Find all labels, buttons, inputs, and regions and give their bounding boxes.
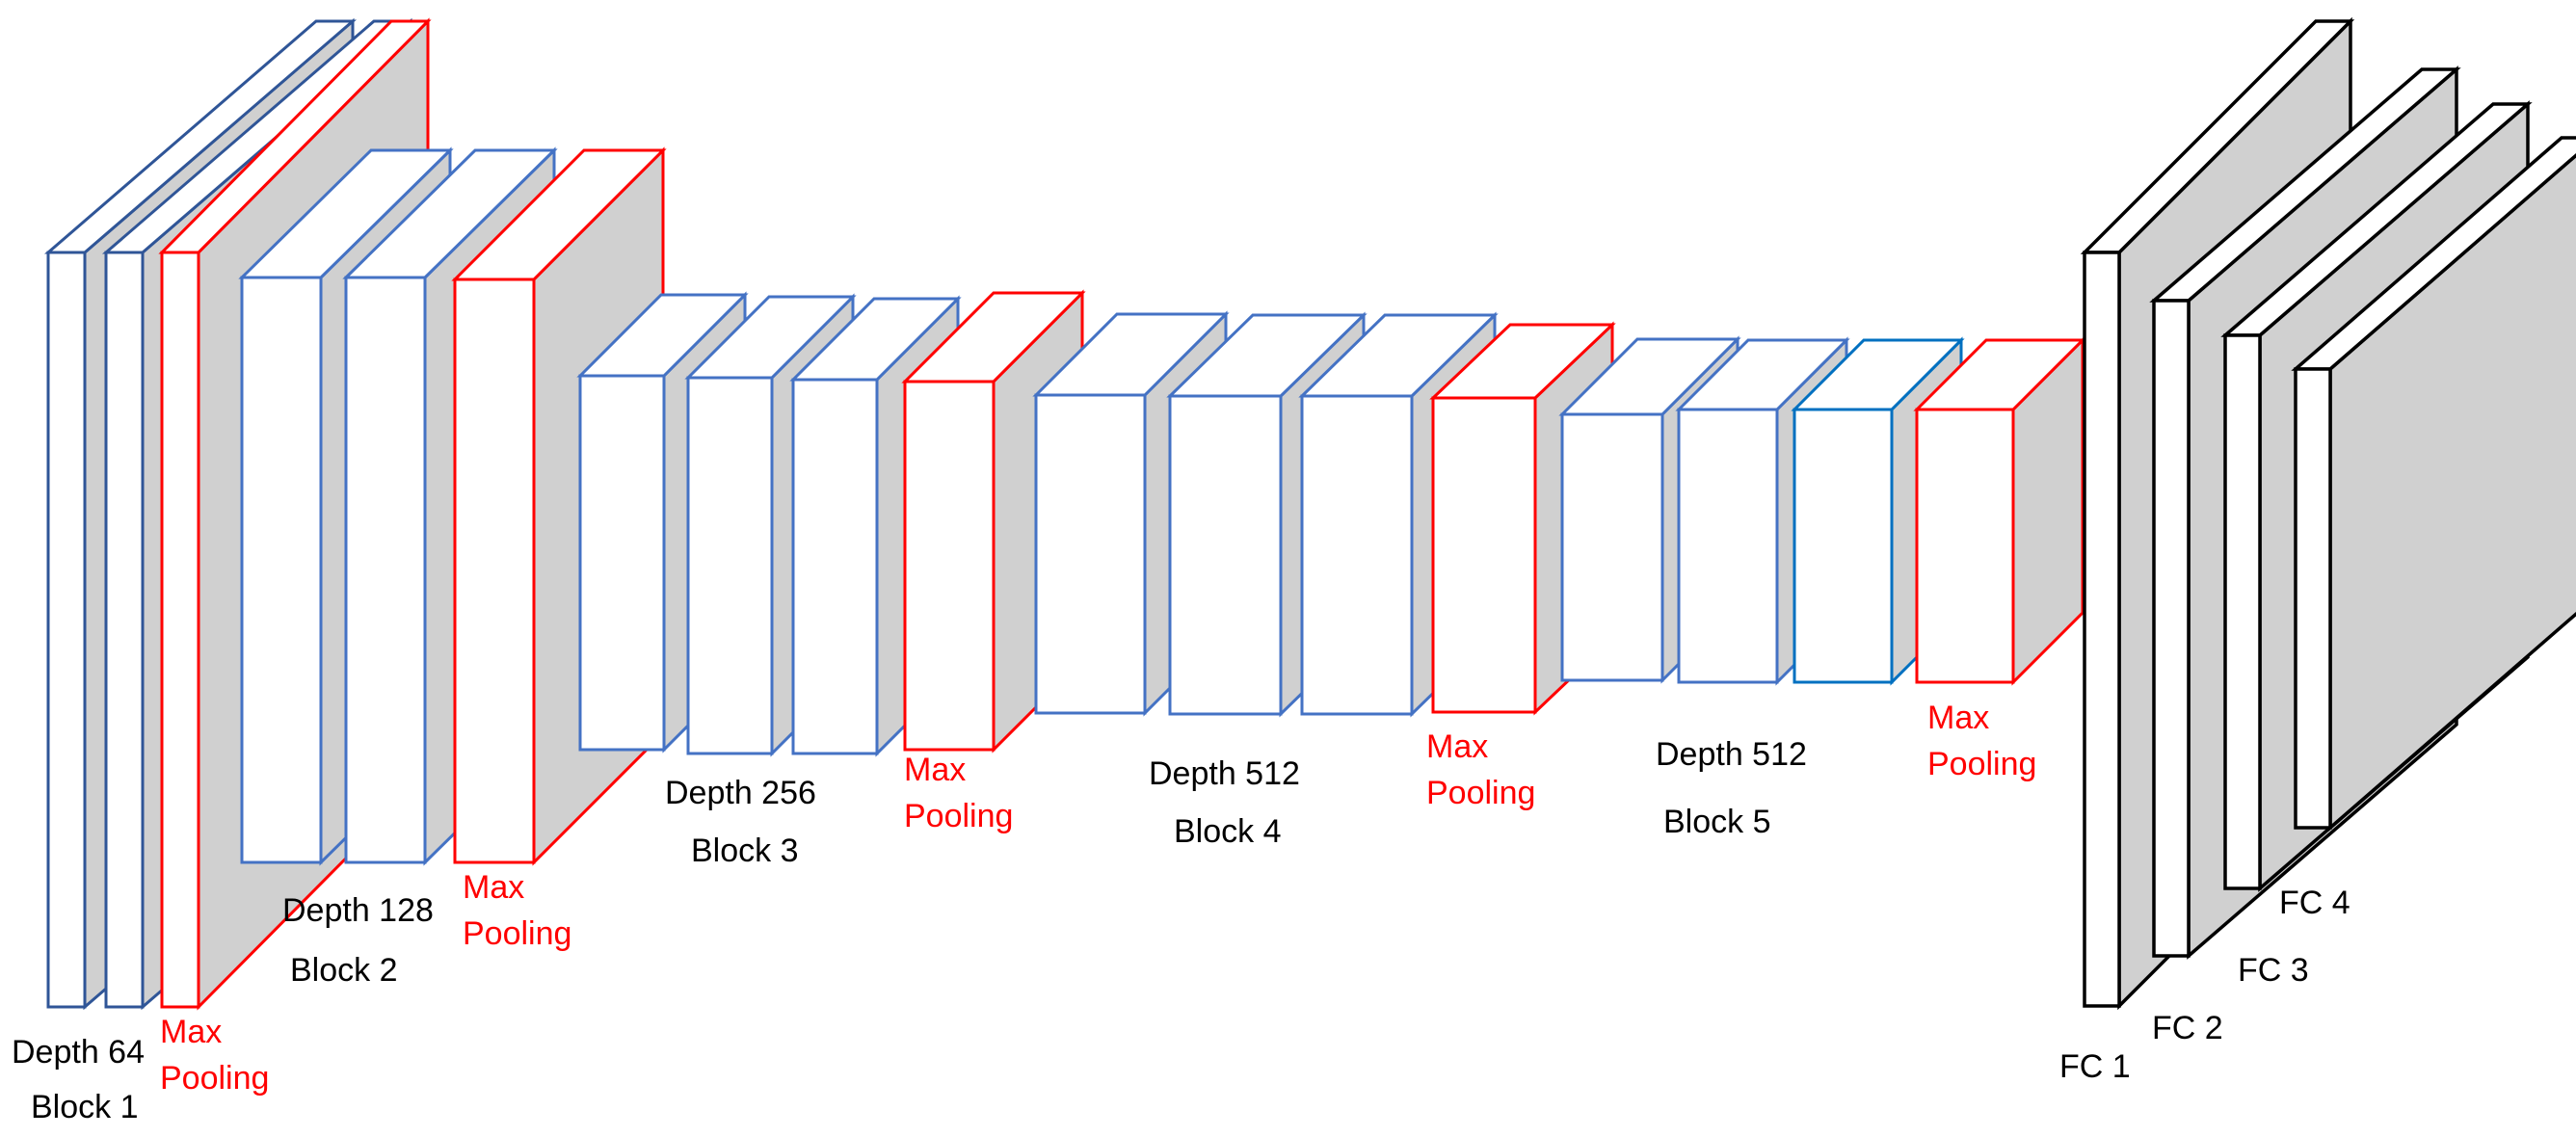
block5-pool-box-front-face: [1915, 408, 2015, 684]
block5-pool-box: [1913, 336, 2086, 686]
block3-name-label: Block 3: [691, 833, 799, 869]
fc4-box-front-face: [2294, 367, 2332, 830]
block4-depth-label: Depth 512: [1149, 755, 1300, 792]
fc2-box-front-face: [2152, 299, 2191, 958]
block1-pool-label-line2: Pooling: [160, 1060, 269, 1097]
fc4-box: [2291, 136, 2576, 832]
fc1-label: FC 1: [2059, 1048, 2131, 1085]
block2-conv2-box-front-face: [344, 276, 427, 864]
block2-name-label: Block 2: [290, 952, 398, 989]
block5-depth-label: Depth 512: [1656, 736, 1807, 773]
block5-conv1-box-front-face: [1560, 412, 1664, 682]
block4-conv2-box-front-face: [1168, 394, 1283, 716]
block1-pool-label-line1: Max: [160, 1014, 222, 1050]
block1-depth-label: Depth 64: [12, 1034, 145, 1071]
block4-pool-label-line2: Pooling: [1426, 775, 1535, 811]
block4-name-label: Block 4: [1174, 813, 1282, 850]
fc4-label: FC 4: [2279, 885, 2350, 921]
block1-pool-box-front-face: [160, 251, 200, 1009]
block4-conv1-box-front-face: [1034, 393, 1147, 715]
block3-depth-label: Depth 256: [665, 775, 816, 811]
block2-pool-label-line1: Max: [463, 869, 524, 906]
block5-conv3-box-front-face: [1793, 408, 1894, 684]
block2-pool-box-front-face: [453, 278, 536, 864]
block1-conv2-box-front-face: [104, 251, 145, 1009]
fc3-label: FC 3: [2238, 952, 2309, 989]
block3-conv2-box-front-face: [686, 376, 774, 755]
block1-conv1-box-front-face: [46, 251, 87, 1009]
fc2-label: FC 2: [2152, 1010, 2223, 1046]
layer-boxes: [43, 16, 2576, 1011]
block4-pool-label-line1: Max: [1426, 728, 1488, 765]
block3-pool-label-line1: Max: [904, 752, 966, 788]
block2-conv1-box-front-face: [240, 276, 323, 864]
block5-name-label: Block 5: [1663, 804, 1771, 840]
block4-pool-box-front-face: [1431, 396, 1537, 714]
block3-conv3-box-front-face: [791, 378, 879, 755]
block3-pool-box-front-face: [903, 380, 996, 752]
fc3-box-front-face: [2223, 333, 2262, 890]
block3-conv1-box-front-face: [578, 374, 666, 752]
fc1-box-front-face: [2083, 251, 2121, 1008]
block5-conv2-box-front-face: [1677, 408, 1779, 684]
block2-depth-label: Depth 128: [282, 892, 434, 929]
block5-conv2-box: [1675, 336, 1850, 686]
block2-pool-label-line2: Pooling: [463, 915, 571, 952]
block5-pool-label-line1: Max: [1927, 700, 1989, 736]
block3-pool-label-line2: Pooling: [904, 798, 1013, 834]
block5-pool-label-line2: Pooling: [1927, 746, 2036, 782]
block1-name-label: Block 1: [31, 1089, 139, 1125]
block4-conv3-box-front-face: [1300, 394, 1414, 716]
